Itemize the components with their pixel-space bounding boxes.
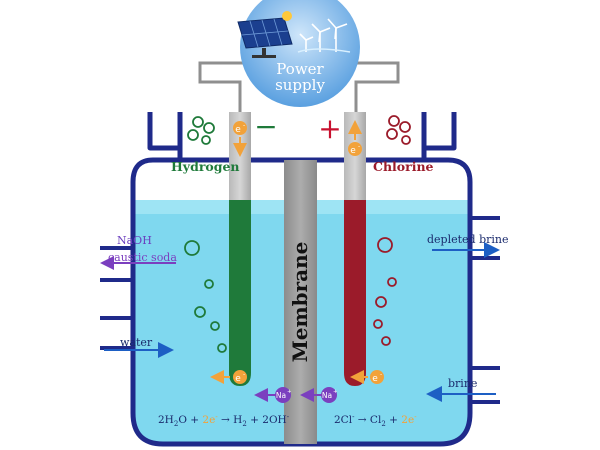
- electron-charge: -: [380, 371, 382, 378]
- chlorine-bubbles: [373, 115, 411, 346]
- cathode-reaction: 2H2O + 2e- → H2 + 2OH-: [158, 413, 290, 428]
- sodium-ion-right: Na +: [300, 387, 338, 403]
- hydrogen-bubbles: [184, 116, 227, 353]
- electron-charge: -: [243, 371, 245, 378]
- electron-top-cathode: e -: [233, 121, 247, 157]
- power-supply-label-line2: supply: [275, 76, 325, 94]
- sodium-symbol: Na: [276, 391, 286, 400]
- power-wires: [198, 61, 400, 112]
- naoh-label: NaOH: [117, 234, 152, 247]
- chlorine-label: Chlorine: [373, 159, 434, 174]
- sodium-ion-left: Na +: [254, 387, 292, 403]
- electron-symbol: e: [235, 374, 241, 384]
- cathode-electrode: [229, 112, 251, 386]
- vessel-ports: [100, 216, 500, 404]
- electron-charge: -: [358, 143, 360, 150]
- brine-label: brine: [448, 377, 477, 390]
- electron-bottom-anode: e -: [350, 370, 384, 384]
- membrane-label: Membrane: [288, 242, 312, 363]
- water-label: water: [120, 336, 153, 349]
- sodium-charge: +: [287, 389, 292, 395]
- electron-symbol: e: [235, 125, 241, 135]
- sodium-symbol: Na: [322, 391, 332, 400]
- anode-electrode: [344, 112, 366, 386]
- power-supply: Power supply: [237, 0, 360, 107]
- anode-reaction: 2Cl- → Cl2 + 2e-: [334, 413, 417, 428]
- cathode-sign: −: [254, 110, 277, 143]
- electron-symbol: e: [372, 374, 378, 384]
- wind-turbine-icon: [297, 18, 351, 53]
- depleted-brine-label: depleted brine: [427, 233, 509, 246]
- electron-charge: -: [243, 122, 245, 129]
- power-supply-label-line1: Power: [276, 60, 324, 78]
- sodium-charge: +: [333, 389, 338, 395]
- anode-sign: +: [318, 112, 341, 145]
- electron-symbol: e: [350, 146, 356, 156]
- electron-bottom-cathode: e -: [210, 370, 247, 384]
- caustic-soda-label: caustic soda: [108, 251, 177, 264]
- hydrogen-label: Hydrogen: [171, 159, 240, 174]
- solar-panel-icon: [237, 11, 293, 58]
- electron-top-anode: e -: [348, 120, 362, 156]
